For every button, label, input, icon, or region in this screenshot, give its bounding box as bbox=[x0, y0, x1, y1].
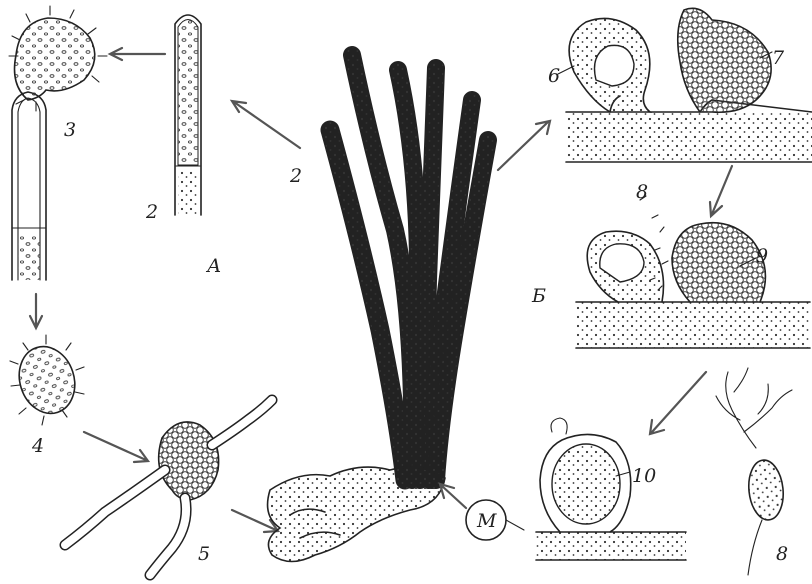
label-panel-a: А bbox=[205, 255, 221, 277]
sperm-cell: 8 bbox=[716, 368, 792, 575]
mycelium-marker: М bbox=[440, 484, 524, 540]
label-8-right: 8 bbox=[776, 543, 788, 565]
label-7: 7 bbox=[772, 47, 785, 69]
label-5: 5 bbox=[198, 543, 210, 565]
label-panel-b: Б bbox=[531, 285, 546, 307]
panel-b: 6 7 8 9 Б 10 bbox=[531, 8, 812, 575]
mycelium-base bbox=[268, 467, 445, 561]
emerging-zoospore bbox=[9, 6, 107, 280]
mycelium: 1 2 bbox=[232, 55, 550, 562]
label-2-mycelium: 2 bbox=[289, 165, 302, 187]
antheridium-oogonium: 6 7 bbox=[548, 8, 812, 162]
arrow-to-tip bbox=[232, 101, 300, 148]
label-10: 10 bbox=[632, 465, 656, 487]
arrow-b2 bbox=[650, 372, 706, 434]
label-6: 6 bbox=[548, 65, 560, 87]
fertilization: 8 9 bbox=[576, 181, 810, 348]
label-1: 1 bbox=[372, 313, 384, 335]
arrow-b1 bbox=[710, 166, 732, 216]
label-8-mid: 8 bbox=[636, 181, 648, 203]
arrow-to-oogonia bbox=[498, 121, 550, 170]
cyst bbox=[10, 335, 84, 425]
germinating-cyst bbox=[65, 400, 272, 575]
label-9: 9 bbox=[756, 245, 768, 267]
hyphae bbox=[330, 55, 488, 480]
label-4: 4 bbox=[31, 435, 44, 457]
panel-a: А 2 3 4 5 bbox=[9, 6, 278, 575]
zoosporangium-tip bbox=[175, 15, 201, 215]
oospore: 10 bbox=[536, 418, 686, 560]
label-2-tip: 2 bbox=[145, 201, 158, 223]
label-m: М bbox=[476, 510, 497, 532]
label-3: 3 bbox=[64, 119, 76, 141]
